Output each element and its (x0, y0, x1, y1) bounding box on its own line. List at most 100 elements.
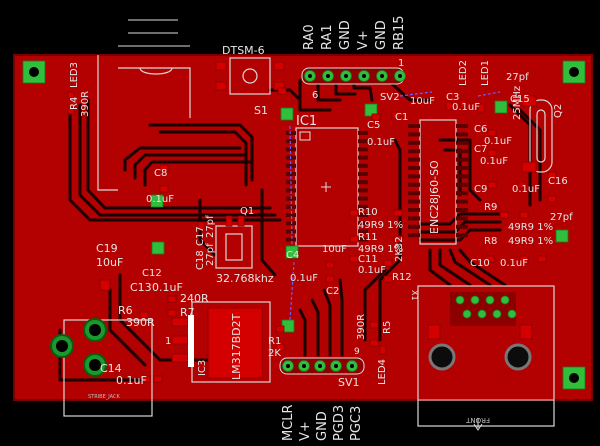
enc-pin (456, 208, 468, 212)
enc-pin (408, 208, 420, 212)
smd-pad (159, 185, 169, 193)
smd-pad (139, 311, 149, 319)
rj45-pin (507, 309, 517, 319)
enc-pin (456, 140, 468, 145)
enc-pin (456, 216, 468, 221)
rj45-pin (477, 309, 487, 319)
enc-pin (408, 140, 420, 145)
silkscreen-labels: DTSM-6 S1 SV2 6 1 SV1 9 IC1 IC3 LM317BD2… (69, 44, 573, 424)
label-c9-value: 0.1uF (512, 184, 540, 195)
label-c11-value: 0.1uF (358, 265, 386, 276)
ic1-pin (286, 221, 296, 226)
rj45-pin (500, 295, 510, 305)
label-front: FRONT (465, 416, 490, 424)
smd-pad (369, 321, 379, 329)
smd-pad (369, 339, 379, 347)
label-led3: LED3 (69, 62, 80, 88)
label-c16: C16 (548, 176, 568, 187)
smd-pad (487, 235, 497, 243)
label-r12-value: 2K32 (394, 236, 405, 262)
smd-pad (487, 203, 497, 211)
label-ra0: RA0 (302, 24, 317, 50)
enc-pin (456, 124, 468, 128)
label-r1-value: 2K (268, 348, 281, 359)
smd-pad (537, 255, 547, 263)
label-pgc3: PGC3 (349, 406, 364, 441)
enc-pin (456, 149, 468, 154)
ic1-pin (286, 229, 296, 234)
regulator-ic3 (171, 301, 271, 383)
enc-pin (456, 182, 468, 187)
ic1-pin (358, 172, 368, 176)
label-jack-connector: STRIBE_JACK (88, 394, 120, 400)
smd-pad (391, 111, 401, 119)
smd-pad (325, 275, 335, 283)
label-sv1: SV1 (338, 376, 360, 389)
label-vplus-top: V+ (356, 30, 371, 50)
rj45-pin (470, 295, 480, 305)
label-c5: C5 (367, 120, 380, 131)
label-xtal: 32.768khz (216, 272, 274, 285)
label-c14: C14 (100, 362, 122, 375)
smd-pad (99, 279, 111, 291)
smd-pad (383, 259, 393, 267)
smd-pad (487, 181, 497, 189)
label-ic3-pin1: 1 (165, 336, 171, 347)
smd-pad (487, 129, 497, 137)
label-c2: C2 (326, 286, 339, 297)
label-c7-value: 0.1uF (480, 156, 508, 167)
label-c4: C4 (286, 250, 299, 261)
label-c12-value: 0.1uF (152, 281, 183, 294)
top-module-outline (97, 19, 191, 191)
smd-pad (153, 375, 163, 383)
ic1-pin (286, 163, 296, 168)
label-r9-value: 49R9 1% (508, 222, 553, 233)
ic1-pin (358, 147, 368, 152)
label-c1-value: 10uF (410, 96, 435, 107)
smd-pad (371, 113, 381, 121)
enc-pin (408, 166, 420, 170)
rj45-pin (492, 309, 502, 319)
label-r10-value: 49R9 1% (358, 220, 403, 231)
smd-pad (517, 181, 527, 189)
ic1-pin (358, 196, 368, 201)
ic1-pin (286, 188, 296, 193)
label-c16-value: 27pf (550, 212, 573, 223)
rj45-pin (462, 309, 472, 319)
vias (150, 100, 569, 333)
enc-pin (408, 182, 420, 187)
smd-pad (349, 255, 359, 263)
label-ic3: IC3 (197, 360, 208, 376)
label-sv2: SV2 (380, 92, 400, 103)
airwires (289, 91, 501, 321)
enc-pin (408, 191, 420, 196)
label-c19: C19 (96, 242, 118, 255)
label-c17: C17 (195, 226, 206, 246)
ic1-pin (358, 139, 368, 144)
label-vplus-bottom: V+ (298, 421, 313, 441)
ic1-pin (358, 155, 368, 160)
label-c1: C1 (395, 112, 408, 123)
enc-pin (408, 132, 420, 137)
label-c5-value: 0.1uF (367, 137, 395, 148)
smd-pad (547, 195, 557, 203)
enc-pin (456, 174, 468, 179)
smd-pad (159, 164, 169, 172)
smd-pad (393, 235, 403, 243)
smd-pad (167, 295, 177, 303)
rj45-pin (455, 295, 465, 305)
label-r7: R7 (180, 306, 195, 319)
label-r6: R6 (118, 304, 133, 317)
ic1-pin (358, 213, 368, 217)
smd-pad (547, 171, 557, 179)
label-r11: R11 (358, 232, 378, 243)
smd-pad (379, 345, 387, 355)
enc-pin (456, 157, 468, 162)
label-r6-value: 390R (126, 316, 155, 329)
label-c10: C10 (470, 258, 490, 269)
mounting-holes (22, 60, 586, 390)
label-c4-value: 0.1uF (290, 273, 318, 284)
ic1-pin (358, 180, 368, 185)
enc-pin (456, 166, 468, 170)
